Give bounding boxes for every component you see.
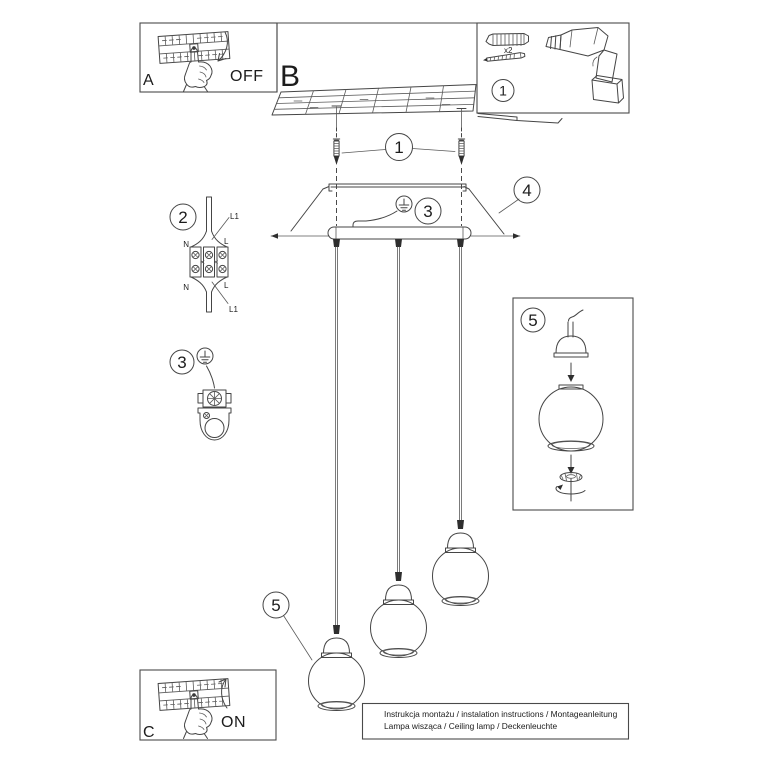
panel-a: A OFF — [139, 22, 278, 93]
callout-1-circle — [385, 133, 413, 161]
wire-l1-bottom: L1 — [229, 305, 238, 314]
callout-4-circle — [513, 176, 541, 204]
canopy-assembly: 3 4 — [270, 168, 541, 247]
pendant-lamps: 5 — [262, 246, 489, 711]
on-arrow-icon — [218, 678, 228, 709]
drill-icon — [545, 27, 624, 104]
callout-4-leader — [498, 198, 520, 214]
callout-5b: 5 — [528, 311, 537, 330]
ceiling-grid — [271, 84, 563, 124]
callout-5-leader — [283, 615, 313, 661]
anchor-qty-label: x2 — [504, 46, 513, 55]
mounting-bar-icon — [327, 226, 472, 240]
callout-5-circle — [262, 591, 290, 619]
assemble-arrow-1 — [567, 362, 575, 383]
ground-wire-detail — [206, 365, 215, 389]
callout-5: 5 — [271, 596, 280, 615]
wall-anchor-icon — [485, 33, 529, 46]
callout-2: 2 — [178, 208, 187, 227]
footer-frame — [361, 702, 630, 740]
cord-grip-left — [333, 239, 340, 247]
ceiling-centerline — [270, 233, 521, 239]
mounting-bracket-icon — [197, 407, 232, 441]
ground-symbol-icon — [395, 195, 413, 213]
cord-grip-middle — [395, 239, 402, 247]
callout-3: 3 — [423, 202, 432, 221]
ground-terminal-icon — [197, 389, 232, 408]
step-1-badge-circle — [491, 79, 515, 102]
on-label: ON — [221, 714, 246, 731]
callout-2-circle — [169, 203, 197, 231]
off-label: OFF — [230, 68, 264, 85]
callout-3b-circle — [169, 349, 195, 375]
wire-l-bottom: L — [224, 281, 229, 290]
pendant-right — [432, 519, 489, 606]
off-arrow-icon — [217, 31, 228, 62]
l1-leaders — [211, 217, 230, 304]
callout-3-circle — [414, 197, 442, 225]
right-anchor-screw-icon — [457, 127, 466, 166]
panel-a-label: A — [143, 72, 154, 89]
cord-grip-right — [457, 239, 464, 247]
shade-panel-frame — [512, 297, 634, 511]
step-1-badge: 1 — [499, 83, 507, 99]
glass-globe-icon — [538, 384, 604, 452]
alignment-dashes — [336, 168, 462, 226]
shade-assembly-panel: 5 — [512, 297, 634, 511]
wiring-diagram: 2 N L L1 N L L1 — [169, 196, 239, 314]
panel-c-frame — [139, 669, 277, 741]
ground-detail: 3 — [169, 347, 232, 441]
footer-box: Instrukcja montażu / instalation instruc… — [361, 702, 630, 740]
wire-n-bottom: N — [183, 283, 189, 292]
tools-panel-frame — [476, 22, 630, 114]
callout-3b: 3 — [177, 353, 186, 372]
callout-1-leaders — [341, 148, 456, 154]
section-b-label: B — [280, 60, 300, 93]
ground-symbol-detail-icon — [196, 347, 214, 365]
hole-leader-lines — [336, 106, 462, 132]
shade-holder-icon — [553, 309, 589, 358]
panel-c: C ON — [139, 669, 277, 741]
left-anchor-screw-icon — [332, 127, 341, 166]
drill-hole-marks — [331, 105, 467, 109]
wire-l-top: L — [224, 237, 229, 246]
callout-5b-circle — [520, 307, 546, 333]
ground-wire-icon — [352, 210, 398, 228]
footer-line1: Instrukcja montażu / instalation instruc… — [384, 709, 618, 719]
panel-c-label: C — [143, 724, 155, 741]
terminal-block-icon — [189, 246, 229, 278]
callout-4: 4 — [522, 181, 531, 200]
callout-1: 1 — [394, 138, 403, 157]
mounting-screw-icon — [483, 52, 526, 62]
section-b-frame — [276, 22, 477, 92]
pendant-left — [308, 624, 365, 711]
suspension-cords — [335, 246, 462, 626]
wire-n-top: N — [183, 240, 189, 249]
tools-panel: x2 1 — [476, 22, 630, 114]
wire-l1-top: L1 — [230, 212, 239, 221]
assemble-arrow-2 — [567, 454, 575, 475]
step-anchors: 1 — [332, 127, 466, 166]
footer-line2: Lampa wisząca / Ceiling lamp / Deckenleu… — [384, 721, 558, 731]
section-b: B — [271, 22, 563, 132]
pendant-middle — [370, 571, 427, 658]
canopy-cover-icon — [290, 183, 505, 235]
rotate-arrow-icon — [555, 478, 586, 502]
cable-icon — [190, 196, 228, 313]
